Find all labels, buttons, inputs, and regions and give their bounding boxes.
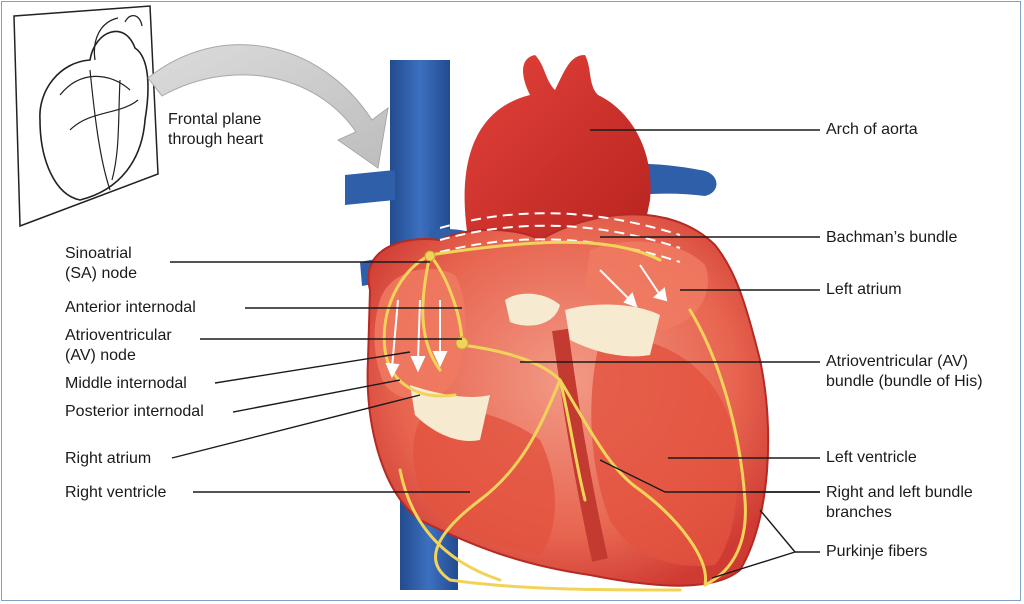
impulse-arrows [385, 264, 668, 379]
plane-arrow [147, 44, 389, 169]
label-purkinje-fibers: Purkinje fibers [826, 543, 928, 560]
label-right-atrium: Right atrium [65, 450, 152, 467]
label-anterior-internodal: Anterior internodal [65, 299, 196, 316]
label-middle-internodal: Middle internodal [65, 375, 187, 392]
label-left-atrium: Left atrium [826, 281, 902, 298]
label-av-bundle: Atrioventricular (AV) bundle (bundle of … [826, 353, 983, 390]
inset-caption: Frontal plane through heart [168, 111, 264, 148]
conduction-nodes [424, 250, 469, 350]
inset-frontal-plane [13, 5, 159, 228]
label-posterior-internodal: Posterior internodal [65, 403, 204, 420]
heart-body [366, 213, 770, 587]
label-bundle-branches: Right and left bundle branches [826, 484, 973, 521]
bachmans-bundle-lines [439, 212, 681, 263]
label-right-ventricle: Right ventricle [65, 484, 167, 501]
label-av-node: Atrioventricular (AV) node [65, 327, 172, 364]
aorta [464, 55, 651, 250]
label-sa-node: Sinoatrial (SA) node [65, 245, 138, 282]
label-arch-of-aorta: Arch of aorta [826, 121, 918, 138]
leader-lines [170, 129, 820, 579]
label-left-ventricle: Left ventricle [826, 449, 917, 466]
label-bachmans-bundle: Bachman’s bundle [826, 229, 958, 246]
